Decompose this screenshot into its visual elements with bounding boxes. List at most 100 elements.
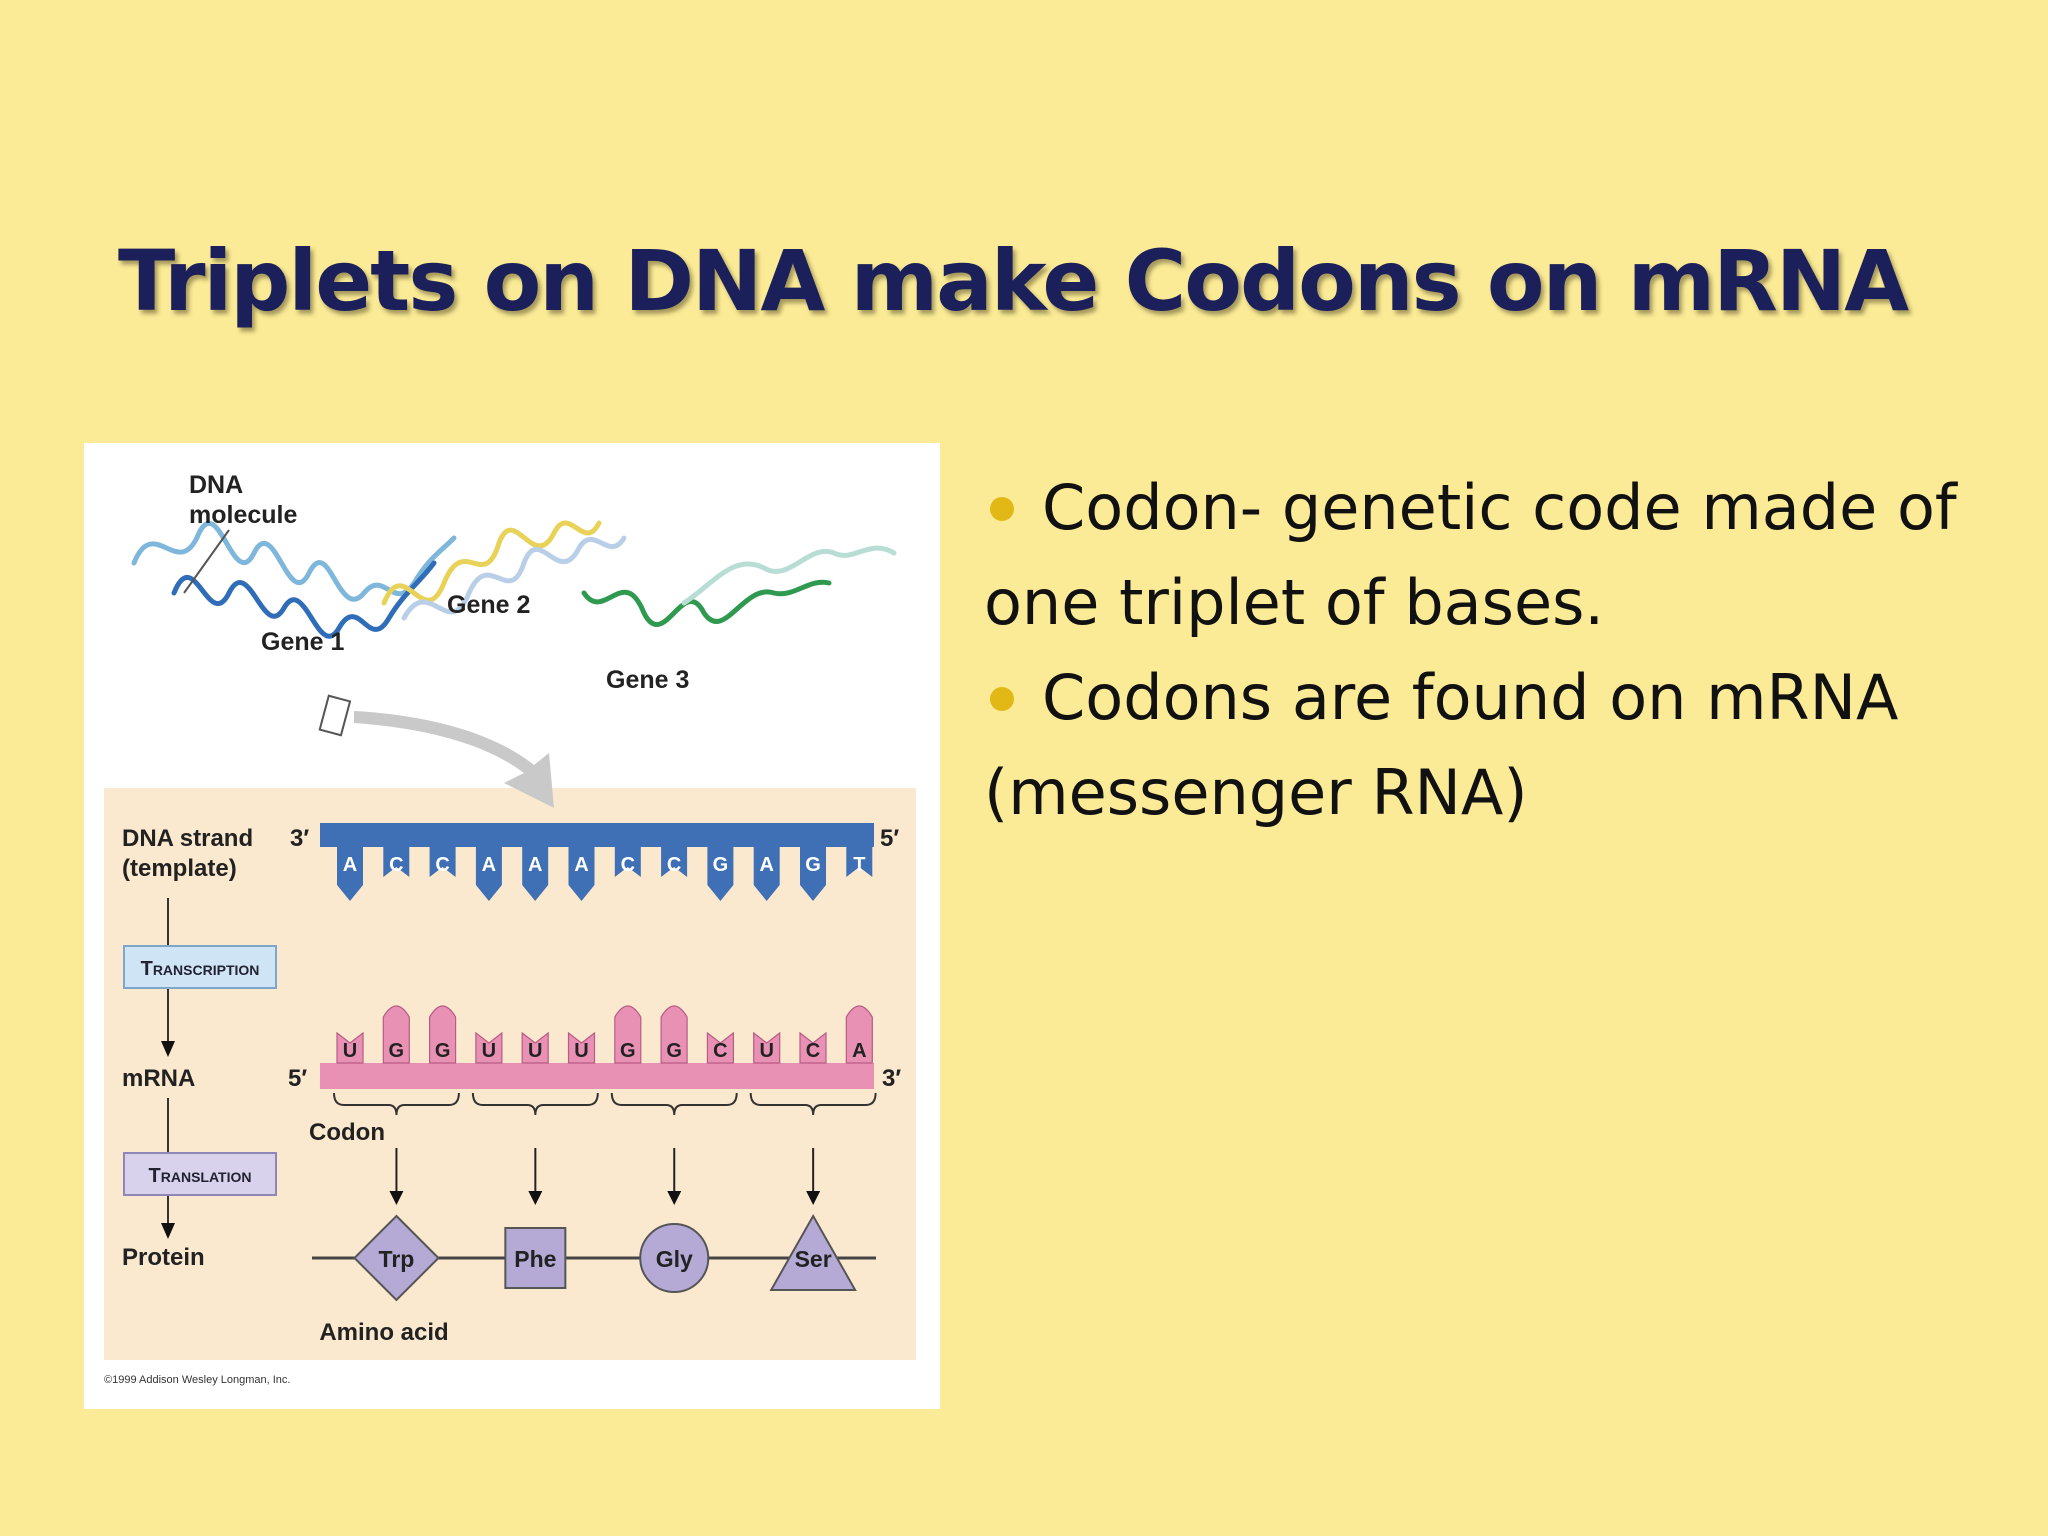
amino-acid-label: Phe: [514, 1246, 556, 1272]
amino-acid-label: Trp: [379, 1246, 415, 1272]
amino-acid-diamond: [353, 1214, 440, 1302]
zoom-arrow: [354, 711, 554, 808]
gene2-label: Gene 2: [447, 591, 530, 619]
dna-base-letter: A: [574, 854, 588, 876]
mrna-base-shape: [845, 1005, 873, 1064]
amino-acid-square: [504, 1227, 567, 1289]
bullet-dot-icon: [990, 686, 1014, 711]
translation-label: Translation: [149, 1165, 252, 1187]
gene2-helix: [381, 520, 602, 606]
dna-base-shape: [800, 847, 826, 901]
gene1-label: Gene 1: [261, 628, 344, 656]
mrna-base-letter: U: [343, 1040, 357, 1062]
dna-base-shape: [475, 847, 502, 901]
dna-base-letter: G: [805, 854, 821, 876]
dna-base-letter: T: [853, 854, 865, 876]
dna-base-shape: [568, 847, 595, 901]
mrna-3prime-label: 3′: [882, 1065, 901, 1092]
mrna-base-shape: [706, 1031, 734, 1064]
mrna-base-shape: [336, 1031, 364, 1064]
amino-acid-label: Ser: [795, 1246, 832, 1272]
dna-base-letter: A: [759, 854, 773, 876]
mrna-base-letter: U: [528, 1040, 542, 1062]
dna-base-shape: [753, 847, 780, 901]
bullet-text: Codon- genetic code made of one triplet …: [984, 471, 1957, 639]
codon-brace: [333, 1092, 460, 1116]
gene1-highlight-box: [318, 694, 352, 737]
transcription-translation-figure: DNA molecule Gene 1 Gene 2 Gene 3 DNA st…: [84, 443, 940, 1409]
codon-brace: [749, 1092, 877, 1116]
dna-backbone: [320, 823, 874, 847]
dna-5prime-label: 5′: [880, 825, 899, 852]
dna-strand-label: DNA strand: [122, 825, 253, 852]
dna-base-shape: [383, 847, 410, 877]
mrna-base-shape: [614, 1005, 642, 1064]
mrna-base-letter: G: [620, 1040, 636, 1062]
slide-title: Triplets on DNA make Codons on mRNA: [118, 232, 1909, 330]
mrna-base-shape: [799, 1031, 827, 1064]
dna-base-letter: C: [435, 854, 449, 876]
dna-base-shape: [661, 847, 688, 877]
codon-arrowhead: [528, 1191, 543, 1205]
protein-label: Protein: [122, 1244, 205, 1271]
bullet-dot-icon: [990, 496, 1014, 521]
mrna-5prime-label: 5′: [288, 1065, 307, 1092]
bullet-list: Codon- genetic code made of one triplet …: [984, 460, 1984, 840]
transcription-box: [123, 945, 277, 989]
mrna-base-letter: C: [713, 1040, 727, 1062]
dna-molecule-pointer: [183, 529, 230, 594]
bullet-item: Codon- genetic code made of one triplet …: [984, 460, 1984, 650]
dna-3prime-label: 3′: [290, 825, 309, 852]
codon-label: Codon: [309, 1119, 385, 1146]
figure-svg: DNA molecule Gene 1 Gene 2 Gene 3 DNA st…: [104, 471, 916, 1386]
mrna-base-shape: [382, 1005, 410, 1064]
mrna-backbone: [320, 1063, 874, 1089]
amino-acid-label: Amino acid: [319, 1319, 448, 1346]
dna-base-letter: C: [621, 854, 635, 876]
dna-base-shape: [614, 847, 641, 877]
mrna-base-shape: [660, 1005, 688, 1064]
dna-base-letter: C: [667, 854, 681, 876]
codon-arrowhead: [389, 1191, 404, 1205]
copyright-text: ©1999 Addison Wesley Longman, Inc.: [104, 1374, 290, 1386]
dna-base-shape: [337, 847, 363, 901]
mrna-base-letter: G: [666, 1040, 682, 1062]
codon-braces: [333, 1092, 877, 1205]
bullet-item: Codons are found on mRNA (messenger RNA): [984, 650, 1984, 840]
mrna-label: mRNA: [122, 1065, 195, 1092]
dna-base-shape: [846, 847, 873, 877]
gene3-helix: [581, 579, 832, 627]
translation-box: [123, 1152, 277, 1196]
gene1-helix-b: [171, 560, 437, 639]
mrna-base-shape: [475, 1031, 503, 1064]
codon-brace: [610, 1092, 738, 1116]
gene3-helix-b: [681, 545, 897, 606]
amino-acid-triangle: [769, 1213, 857, 1291]
mrna-base-letter: G: [435, 1040, 451, 1062]
gene2-helix-b: [401, 535, 627, 621]
gene3-label: Gene 3: [606, 666, 689, 694]
dna-base-letter: C: [389, 854, 403, 876]
mrna-base-shape: [567, 1031, 596, 1064]
mrna-base-shape: [429, 1005, 457, 1064]
dna-molecule: [131, 520, 897, 639]
flow-arrowhead-upper: [161, 1041, 175, 1057]
codon-brace: [471, 1092, 599, 1116]
dna-base-letter: A: [343, 854, 357, 876]
mrna-base-letter: U: [482, 1040, 496, 1062]
mrna-base-letter: C: [806, 1040, 820, 1062]
amino-acid-label: Gly: [656, 1246, 693, 1272]
template-label: (template): [122, 855, 237, 882]
bullet-text: Codons are found on mRNA (messenger RNA): [984, 661, 1899, 829]
dna-base-shape: [707, 847, 734, 901]
dna-molecule-label: DNA molecule: [189, 471, 297, 529]
mrna-base-shape: [521, 1031, 549, 1064]
mrna-base-letter: G: [389, 1040, 405, 1062]
dna-base-letter: A: [482, 854, 496, 876]
mrna-base-shape: [753, 1031, 781, 1064]
transcription-label: Transcription: [141, 958, 260, 980]
mrna-base-letter: A: [852, 1040, 866, 1062]
mrna-base-letter: U: [574, 1040, 588, 1062]
